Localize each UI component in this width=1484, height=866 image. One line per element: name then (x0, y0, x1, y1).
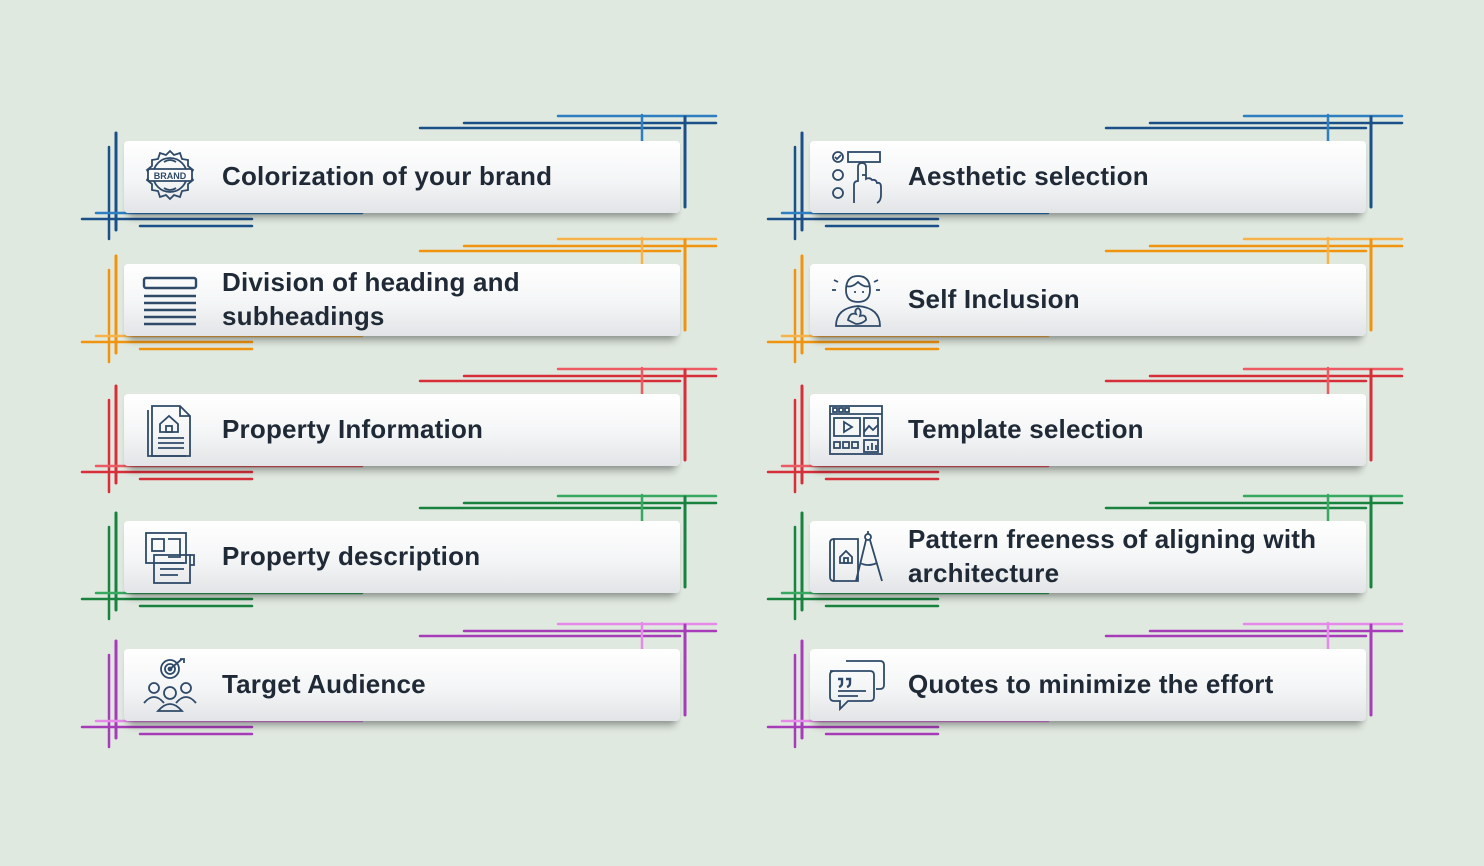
accent-frame-red (766, 366, 1404, 494)
card-quotes: Quotes to minimize the effort (766, 621, 1404, 749)
card-target: Target Audience (80, 621, 718, 749)
card-panel (810, 264, 1366, 336)
card-label: Property Information (222, 414, 484, 445)
card-label: Quotes to minimize the effort (908, 669, 1274, 700)
card-panel (810, 141, 1366, 213)
compass-blueprint-icon (824, 529, 888, 585)
stacked-bars-icon (138, 272, 202, 328)
card-property-desc: Property description (80, 493, 718, 621)
template-layout-icon (824, 402, 888, 458)
card-panel (810, 649, 1366, 721)
accent-frame-blue (80, 113, 718, 241)
accent-frame-red (80, 366, 718, 494)
accent-frame-blue (766, 113, 1404, 241)
card-panel (124, 141, 680, 213)
card-division: Division of heading and subheadings (80, 236, 718, 364)
accent-frame-orange (80, 236, 718, 364)
card-panel (810, 521, 1366, 593)
card-label: Self Inclusion (908, 284, 1080, 315)
card-label: Property description (222, 541, 481, 572)
accent-frame-purple (766, 621, 1404, 749)
card-label: Aesthetic selection (908, 161, 1149, 192)
card-pattern: Pattern freeness of aligning with archit… (766, 493, 1404, 621)
person-hand-icon (824, 272, 888, 328)
card-self-inclusion: Self Inclusion (766, 236, 1404, 364)
card-template: Template selection (766, 366, 1404, 494)
card-panel (124, 521, 680, 593)
target-audience-icon (138, 657, 202, 713)
svg-text:BRAND: BRAND (154, 171, 187, 181)
card-aesthetic: Aesthetic selection (766, 113, 1404, 241)
checklist-hand-icon (824, 149, 888, 205)
card-panel (124, 649, 680, 721)
accent-frame-green (766, 493, 1404, 621)
card-panel (124, 394, 680, 466)
accent-frame-green (80, 493, 718, 621)
card-panel (810, 394, 1366, 466)
card-property-info: Property Information (80, 366, 718, 494)
card-label: Pattern freeness of aligning with archit… (908, 524, 1317, 588)
blueprint-document-icon (138, 529, 202, 585)
accent-frame-purple (80, 621, 718, 749)
card-panel (124, 264, 680, 336)
card-colorization: BRAND Colorization of your brand (80, 113, 718, 241)
card-label: Target Audience (222, 669, 426, 700)
card-label: Colorization of your brand (222, 161, 553, 192)
accent-frame-orange (766, 236, 1404, 364)
house-document-icon (138, 402, 202, 458)
card-label: Division of heading and subheadings (222, 267, 520, 331)
card-label: Template selection (908, 414, 1144, 445)
speech-quotes-icon (824, 657, 888, 713)
brand-badge-icon: BRAND (138, 149, 202, 205)
